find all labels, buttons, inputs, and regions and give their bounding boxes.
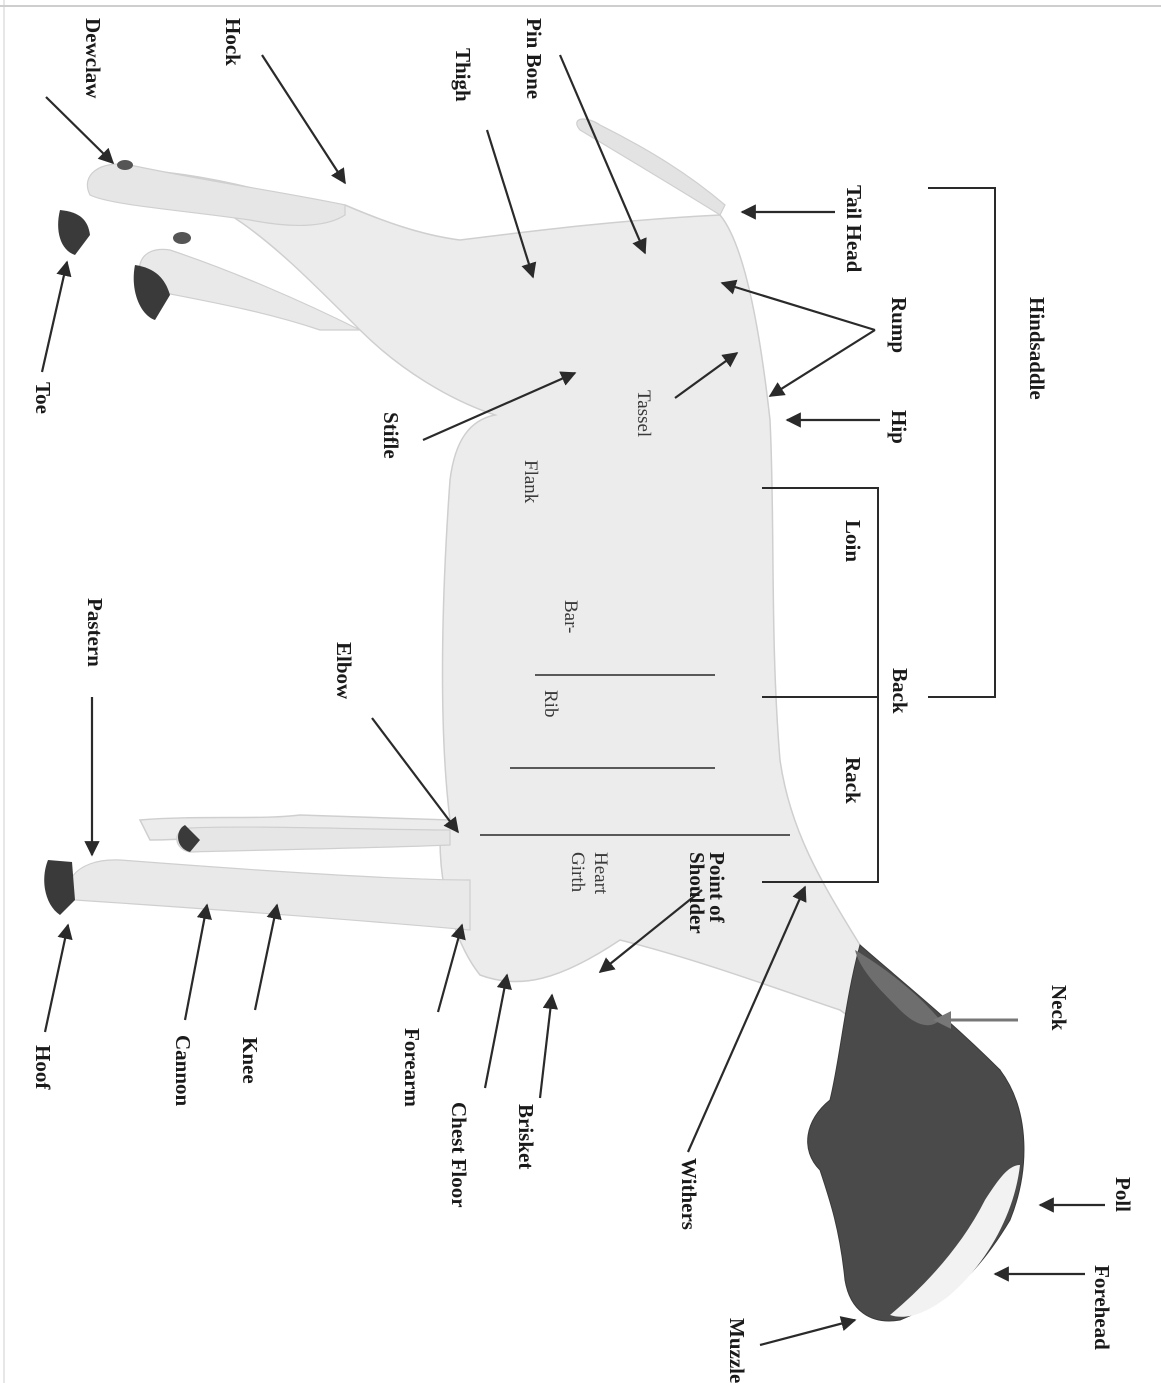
label-bar: Bar-: [560, 600, 581, 633]
label-knee: Knee: [238, 1037, 262, 1084]
dewclaw-spot-2: [173, 232, 191, 244]
arrow-muzzle: [760, 1320, 855, 1345]
tail-shape: [577, 119, 725, 215]
label-loin: Loin: [841, 520, 865, 562]
label-brisket: Brisket: [514, 1104, 538, 1169]
label-muzzle: Muzzle: [725, 1318, 749, 1383]
label-chest-floor: Chest Floor: [447, 1102, 471, 1208]
arrow-forearm: [438, 925, 462, 1012]
label-cannon: Cannon: [171, 1035, 195, 1107]
label-tail-head: Tail Head: [842, 185, 866, 273]
arrow-dewclaw: [46, 97, 113, 163]
label-withers: Withers: [677, 1158, 701, 1230]
arrow-toe: [42, 262, 67, 372]
dewclaw-spot: [117, 160, 133, 170]
arrow-brisket: [540, 995, 552, 1098]
arrow-rump-2: [770, 330, 875, 396]
label-shoulder: Shoulder: [685, 852, 709, 934]
label-rib: Rib: [540, 690, 561, 717]
front-hoof-near: [44, 860, 75, 915]
label-stifle: Stifle: [379, 412, 403, 459]
arrow-hock: [262, 55, 345, 183]
label-heart: Heart: [590, 852, 611, 895]
arrow-chest-floor: [485, 975, 507, 1088]
label-elbow: Elbow: [332, 642, 356, 700]
label-hock: Hock: [221, 18, 245, 66]
arrow-knee: [255, 905, 277, 1010]
label-pin-bone: Pin Bone: [522, 18, 546, 99]
label-toe: Toe: [31, 382, 55, 414]
label-hip: Hip: [887, 410, 911, 444]
label-tassel: Tassel: [633, 390, 654, 437]
label-rack: Rack: [841, 757, 865, 804]
label-neck: Neck: [1047, 985, 1071, 1031]
arrow-hoof: [45, 925, 68, 1032]
arrow-cannon: [185, 905, 207, 1020]
label-thigh: Thigh: [451, 48, 475, 102]
brackets: [762, 188, 995, 882]
label-pastern: Pastern: [83, 598, 107, 667]
front-leg-far: [177, 827, 450, 852]
label-forehead: Forehead: [1090, 1265, 1114, 1350]
label-dewclaw: Dewclaw: [81, 18, 105, 99]
front-leg-near: [69, 860, 470, 930]
label-rump: Rump: [887, 297, 911, 353]
label-forearm: Forearm: [400, 1028, 424, 1107]
label-hindsaddle: Hindsaddle: [1025, 297, 1049, 400]
hind-hoof-far: [58, 210, 90, 255]
hindsaddle-bracket: [928, 188, 995, 697]
label-poll: Poll: [1111, 1177, 1135, 1212]
label-back: Back: [888, 668, 912, 714]
label-flank: Flank: [520, 460, 541, 504]
hind-leg-far: [87, 164, 345, 225]
label-hoof: Hoof: [31, 1045, 55, 1090]
label-girth: Girth: [567, 852, 588, 893]
